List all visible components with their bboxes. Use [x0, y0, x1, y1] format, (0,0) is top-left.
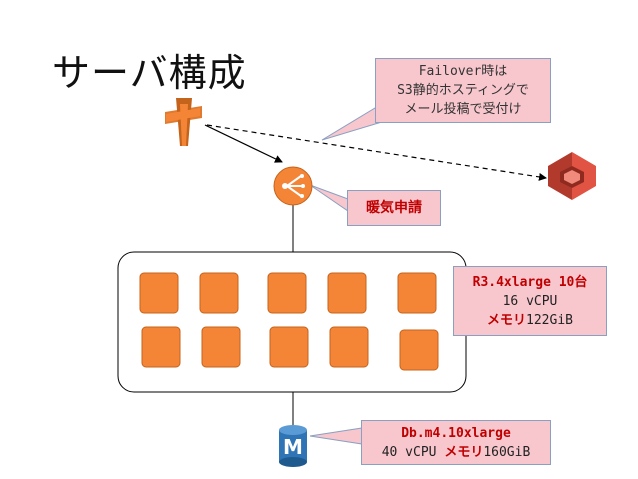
- ec2-instance-icon: [399, 329, 439, 371]
- load-balancer-icon: [273, 166, 313, 206]
- s3-bucket-icon: [548, 152, 596, 200]
- failover-line-3: メール投稿で受付け: [404, 102, 522, 117]
- instances-callout: R3.4xlarge 10台 16 vCPU メモリ122GiB: [453, 266, 607, 336]
- dns-to-s3-dashed-arrow: [206, 124, 547, 181]
- ec2-instance-icon: [269, 326, 309, 368]
- db-callout-pointer: [309, 427, 363, 445]
- db-callout: Db.m4.10xlarge 40 vCPU メモリ160GiB: [361, 420, 551, 465]
- ec2-instance-icon: [267, 272, 307, 314]
- db-memory-value: 160GiB: [483, 445, 531, 460]
- failover-line-2: S3静的ホスティングで: [397, 83, 529, 98]
- ec2-instance-icon: [397, 272, 437, 314]
- ec2-instance-icon: [327, 272, 367, 314]
- rds-letter: M: [283, 435, 303, 459]
- page-title: サーバ構成: [52, 51, 247, 95]
- instances-line-3: メモリ122GiB: [454, 311, 606, 330]
- warmup-callout: 暖気申請: [347, 190, 441, 226]
- ec2-instance-icon: [139, 272, 179, 314]
- instances-line-2: 16 vCPU: [502, 294, 558, 309]
- route53-icon: [165, 98, 202, 146]
- ec2-instance-icon: [201, 326, 241, 368]
- db-vcpu: 40 vCPU: [381, 445, 445, 460]
- dns-to-lb-arrow: [204, 124, 283, 163]
- ec2-instance-icon: [329, 326, 369, 368]
- instances-memory-value: 122GiB: [526, 313, 573, 328]
- warmup-callout-pointer: [309, 184, 349, 212]
- warmup-text: 暖気申請: [366, 200, 422, 216]
- ec2-instance-icon: [141, 326, 181, 368]
- instances-line-1: R3.4xlarge 10台: [472, 275, 588, 290]
- db-memory-label: メモリ: [444, 445, 484, 460]
- ec2-instance-grid: [139, 272, 439, 371]
- ec2-instance-icon: [199, 272, 239, 314]
- failover-line-1: Failover時は: [418, 64, 508, 79]
- rds-database-icon: M: [279, 425, 307, 467]
- db-line-2: 40 vCPU メモリ160GiB: [362, 443, 550, 462]
- failover-callout: Failover時は S3静的ホスティングで メール投稿で受付け: [375, 58, 551, 123]
- db-line-1: Db.m4.10xlarge: [401, 426, 511, 441]
- instances-memory-label: メモリ: [487, 313, 527, 328]
